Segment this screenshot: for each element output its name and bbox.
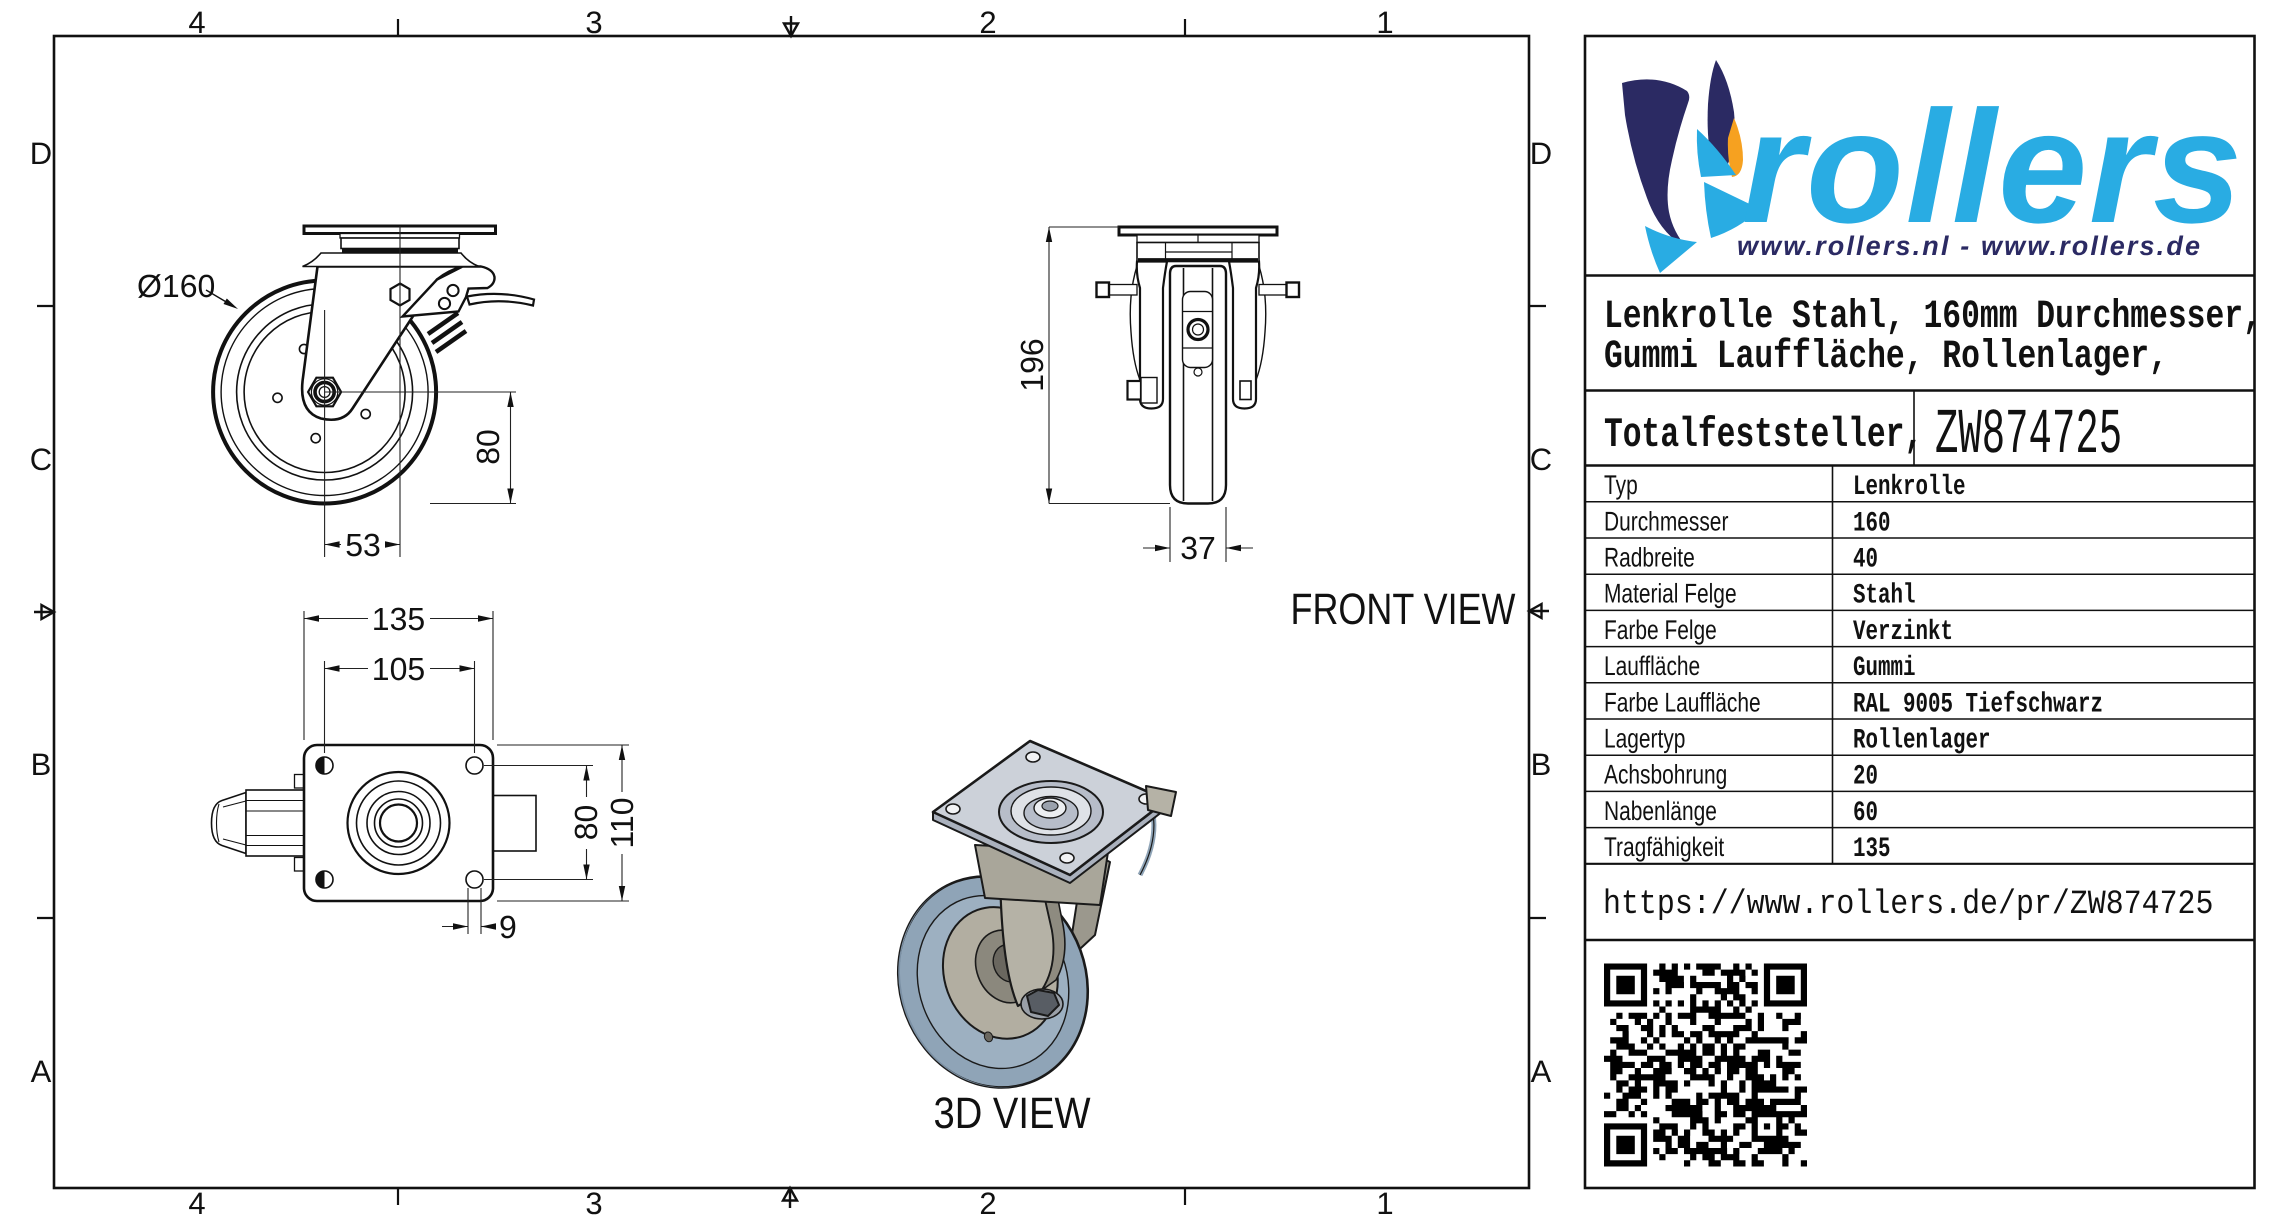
svg-text:Totalfeststeller,: Totalfeststeller, [1604, 411, 1923, 459]
svg-text:Gummi: Gummi [1853, 653, 1916, 684]
svg-text:2: 2 [979, 5, 996, 40]
svg-text:Lauffläche: Lauffläche [1604, 651, 1700, 681]
svg-text:3D VIEW: 3D VIEW [934, 1089, 1091, 1138]
svg-text:RAL 9005 Tiefschwarz: RAL 9005 Tiefschwarz [1853, 689, 2103, 720]
svg-text:Stahl: Stahl [1853, 581, 1916, 612]
svg-text:Tragfähigkeit: Tragfähigkeit [1604, 832, 1725, 862]
svg-text:ZW874725: ZW874725 [1935, 400, 2122, 472]
svg-text:Lagertyp: Lagertyp [1604, 724, 1685, 754]
svg-text:B: B [31, 747, 52, 782]
svg-text:Typ: Typ [1604, 470, 1638, 500]
svg-text:Ø160: Ø160 [137, 268, 215, 304]
svg-text:1: 1 [1376, 5, 1393, 40]
svg-text:A: A [31, 1054, 52, 1089]
svg-text:Achsbohrung: Achsbohrung [1604, 760, 1727, 790]
svg-text:3: 3 [585, 5, 602, 40]
svg-text:60: 60 [1853, 798, 1878, 829]
svg-text:Durchmesser: Durchmesser [1604, 506, 1728, 536]
svg-text:Rollenlager: Rollenlager [1853, 726, 1991, 757]
svg-text:D: D [1530, 136, 1552, 171]
svg-text:C: C [30, 442, 52, 477]
svg-text:Radbreite: Radbreite [1604, 543, 1695, 573]
svg-text:D: D [30, 136, 52, 171]
svg-text:rollers: rollers [1742, 77, 2242, 256]
svg-text:Gummi Lauffläche, Rollenlager,: Gummi Lauffläche, Rollenlager, [1604, 335, 2168, 380]
svg-text:135: 135 [1853, 834, 1891, 865]
svg-text:1: 1 [1376, 1186, 1393, 1221]
svg-text:Verzinkt: Verzinkt [1853, 617, 1953, 648]
svg-text:196: 196 [1014, 338, 1050, 391]
svg-text:https://www.rollers.de/pr/ZW87: https://www.rollers.de/pr/ZW874725 [1603, 886, 2213, 924]
svg-text:160: 160 [1853, 508, 1891, 539]
svg-text:2: 2 [979, 1186, 996, 1221]
svg-text:Lenkrolle Stahl, 160mm Durchme: Lenkrolle Stahl, 160mm Durchmesser, [1604, 295, 2262, 340]
svg-text:135: 135 [372, 601, 425, 637]
svg-text:www.rollers.nl - www.rollers.d: www.rollers.nl - www.rollers.de [1737, 231, 2200, 261]
svg-text:4: 4 [188, 5, 205, 40]
svg-text:80: 80 [470, 429, 506, 465]
svg-text:9: 9 [499, 909, 517, 945]
svg-text:Lenkrolle: Lenkrolle [1853, 472, 1966, 503]
svg-text:40: 40 [1853, 545, 1878, 576]
svg-text:FRONT VIEW: FRONT VIEW [1291, 585, 1516, 634]
svg-text:Nabenlänge: Nabenlänge [1604, 796, 1717, 826]
svg-text:Farbe Felge: Farbe Felge [1604, 615, 1717, 645]
svg-text:C: C [1530, 442, 1552, 477]
svg-text:4: 4 [188, 1186, 205, 1221]
svg-text:110: 110 [604, 797, 640, 848]
svg-text:53: 53 [345, 527, 381, 563]
svg-text:3: 3 [585, 1186, 602, 1221]
svg-text:80: 80 [568, 805, 604, 841]
svg-text:20: 20 [1853, 762, 1878, 793]
svg-text:Farbe Lauffläche: Farbe Lauffläche [1604, 687, 1761, 717]
svg-text:105: 105 [372, 651, 425, 687]
svg-text:37: 37 [1180, 530, 1216, 566]
svg-text:Material Felge: Material Felge [1604, 579, 1737, 609]
svg-text:B: B [1531, 747, 1552, 782]
svg-text:A: A [1531, 1054, 1552, 1089]
